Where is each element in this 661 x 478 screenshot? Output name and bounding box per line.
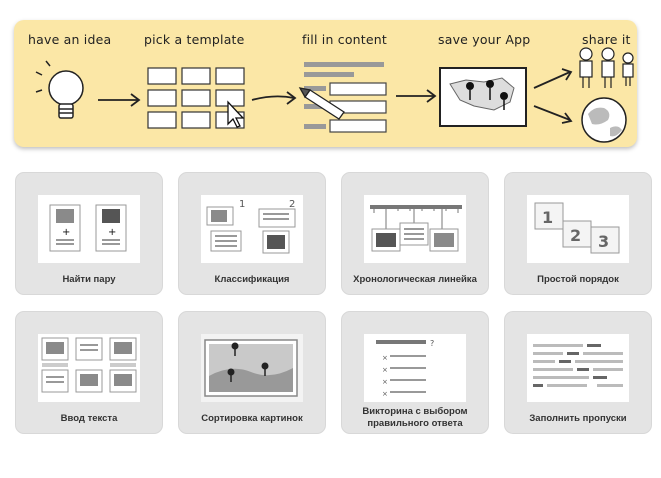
- classification-preview: 1 2: [201, 195, 303, 263]
- timeline-preview: [364, 195, 466, 263]
- step-label-idea: have an idea: [28, 32, 112, 47]
- lightbulb-icon: [35, 60, 84, 119]
- arrow-right-icon: [251, 91, 297, 105]
- svg-text:?: ?: [430, 339, 434, 348]
- people-icon: [579, 47, 634, 88]
- find-pair-preview: + +: [38, 195, 140, 263]
- fill-gaps-preview: [527, 334, 629, 402]
- template-tile-quiz[interactable]: ? × × × × Викторина с выбором правильного о…: [341, 311, 489, 434]
- svg-text:+: +: [62, 227, 70, 238]
- form-fields-icon: [304, 62, 387, 133]
- template-label: Хронологическая линейка: [353, 274, 477, 285]
- svg-text:×: ×: [382, 390, 388, 398]
- template-label: Викторина с выбором правильного ответа: [362, 406, 468, 429]
- svg-text:×: ×: [382, 354, 388, 362]
- template-tile-image-sort[interactable]: Сортировка картинок: [178, 311, 326, 434]
- classification-number: 1: [239, 199, 245, 210]
- template-label: Заполнить пропуски: [529, 413, 627, 424]
- svg-text:+: +: [108, 227, 116, 238]
- video-icon: [102, 209, 120, 223]
- step-label-template: pick a template: [144, 32, 245, 47]
- svg-text:×: ×: [382, 378, 388, 386]
- classification-number: 2: [289, 199, 295, 210]
- template-tile-fill-gaps[interactable]: Заполнить пропуски: [504, 311, 652, 434]
- quiz-preview: ? × × × ×: [364, 334, 466, 402]
- pencil-icon: [298, 87, 345, 120]
- template-label: Сортировка картинок: [201, 413, 303, 424]
- template-tile-timeline[interactable]: Хронологическая линейка: [341, 172, 489, 295]
- globe-icon: [581, 97, 627, 143]
- image-icon: [56, 209, 74, 223]
- arrow-right-icon: [98, 93, 141, 107]
- arrow-right-icon: [396, 89, 437, 103]
- how-it-works-banner: have an idea pick a template fill in con…: [14, 20, 637, 147]
- template-label: Найти пару: [62, 274, 116, 285]
- simple-order-preview: 1 2 3: [527, 195, 629, 263]
- map-icon: [439, 67, 527, 127]
- order-number: 2: [570, 226, 581, 245]
- text-input-preview: [38, 334, 140, 402]
- step-label-save: save your App: [438, 32, 531, 47]
- image-sort-preview: [201, 334, 303, 402]
- step-label-content: fill in content: [302, 32, 388, 47]
- order-number: 1: [542, 208, 553, 227]
- template-label: Ввод текста: [60, 413, 118, 424]
- template-tile-simple-order[interactable]: 1 2 3 Простой порядок: [504, 172, 652, 295]
- template-label: Классификация: [214, 274, 290, 285]
- cursor-icon: [227, 100, 245, 128]
- svg-text:×: ×: [382, 366, 388, 374]
- step-label-share: share it: [582, 32, 631, 47]
- template-tile-classification[interactable]: 1 2 Классификация: [178, 172, 326, 295]
- share-arrows-icon: [533, 68, 573, 124]
- template-tile-text-input[interactable]: Ввод текста: [15, 311, 163, 434]
- template-label: Простой порядок: [537, 274, 619, 285]
- template-tile-find-pair[interactable]: + + Найти пару: [15, 172, 163, 295]
- order-number: 3: [598, 232, 609, 251]
